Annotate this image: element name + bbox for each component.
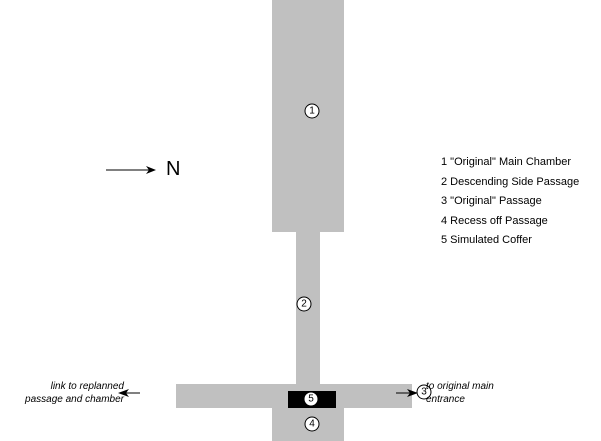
marker-1-label: 1 [309,106,315,117]
left-note-line1: link to replanned [50,381,124,392]
legend-item: 2 Descending Side Passage [441,175,580,188]
north-arrow-icon [106,166,156,174]
legend-item: 1 "Original" Main Chamber [441,156,572,168]
right-note-line2: entrance [426,394,465,405]
left-note-line2: passage and chamber [25,394,124,405]
legend-item: 4 Recess off Passage [441,214,548,227]
marker-4-label: 4 [309,419,315,430]
legend-item: 3 "Original" Passage [441,195,542,207]
right-arrow-icon [396,389,418,397]
marker-5-label: 5 [308,394,314,405]
legend-item: 5 Simulated Coffer [441,234,532,246]
marker-5: 5 [303,391,319,407]
marker-2: 2 [296,296,312,312]
marker-1: 1 [304,103,320,119]
marker-3: 3 [416,384,432,400]
marker-2-label: 2 [301,299,307,310]
legend: 1 "Original" Main Chamber 2 Descending S… [441,156,579,254]
left-arrow-icon [118,389,140,397]
left-note: link to replanned passage and chamber [14,380,124,406]
marker-4: 4 [304,416,320,432]
right-note: to original main entrance [426,380,494,406]
right-note-line1: to original main [426,381,494,392]
north-label: N [166,158,181,180]
marker-3-label: 3 [421,387,427,398]
